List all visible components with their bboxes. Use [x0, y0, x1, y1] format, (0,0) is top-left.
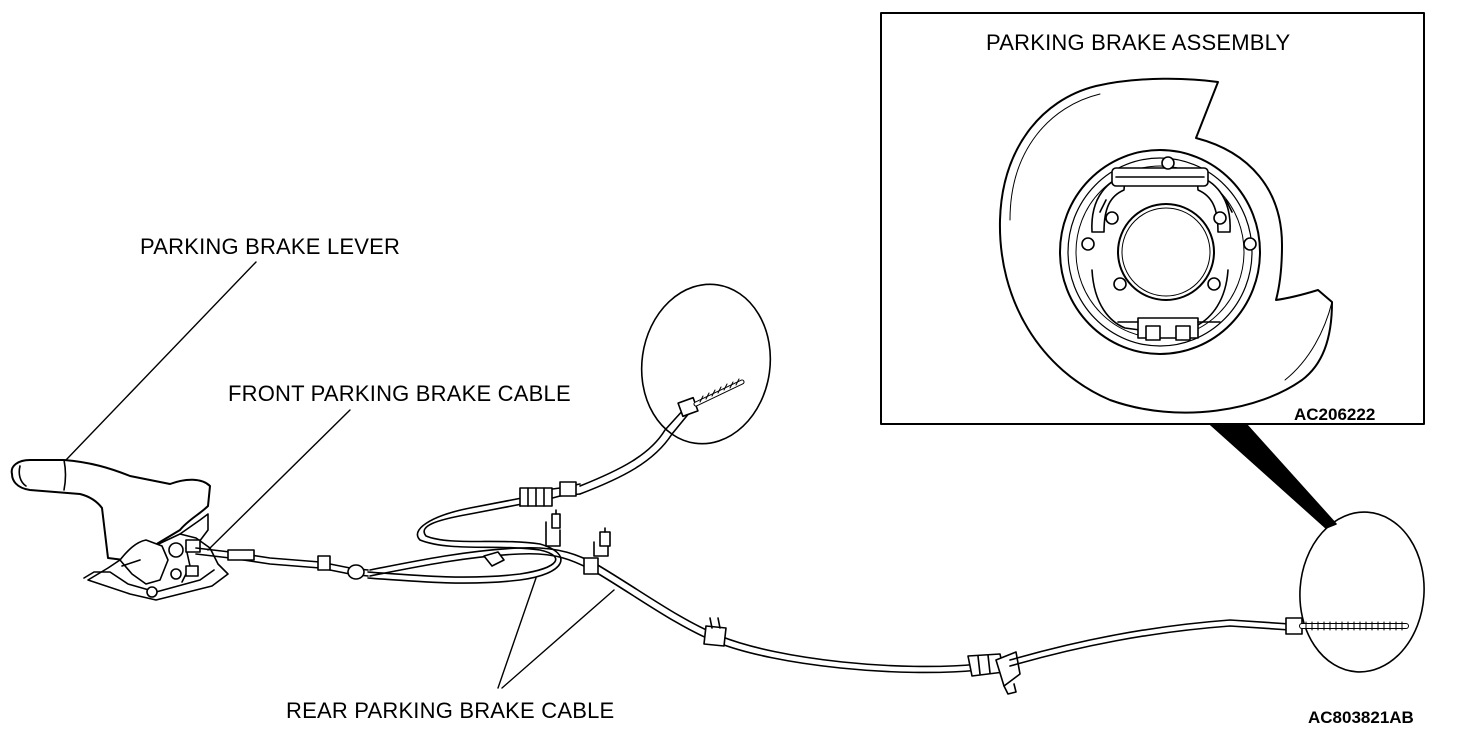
upper-callout-ellipse: [631, 276, 780, 452]
front-parking-brake-cable: [196, 548, 368, 579]
leader-rear-cable-1: [498, 578, 536, 688]
inset-pointer: [1210, 424, 1336, 528]
parking-brake-lever: [12, 460, 228, 600]
right-callout-ellipse: [1295, 508, 1430, 676]
label-parking-brake-lever: PARKING BRAKE LEVER: [140, 234, 401, 259]
label-rear-parking-brake-cable: REAR PARKING BRAKE CABLE: [286, 698, 615, 723]
leader-front-cable: [208, 410, 350, 550]
leader-lever: [66, 262, 256, 460]
brake-shoes: [1082, 157, 1256, 340]
rear-cable-left: [368, 379, 742, 583]
figure-code: AC803821AB: [1308, 708, 1414, 727]
label-front-parking-brake-cable: FRONT PARKING BRAKE CABLE: [228, 381, 571, 406]
rear-cable-right: [370, 548, 1406, 694]
inset-code: AC206222: [1294, 405, 1376, 424]
label-parking-brake-assembly: PARKING BRAKE ASSEMBLY: [986, 30, 1291, 55]
cable-brackets: [484, 510, 610, 566]
leader-rear-cable-2: [502, 590, 614, 688]
